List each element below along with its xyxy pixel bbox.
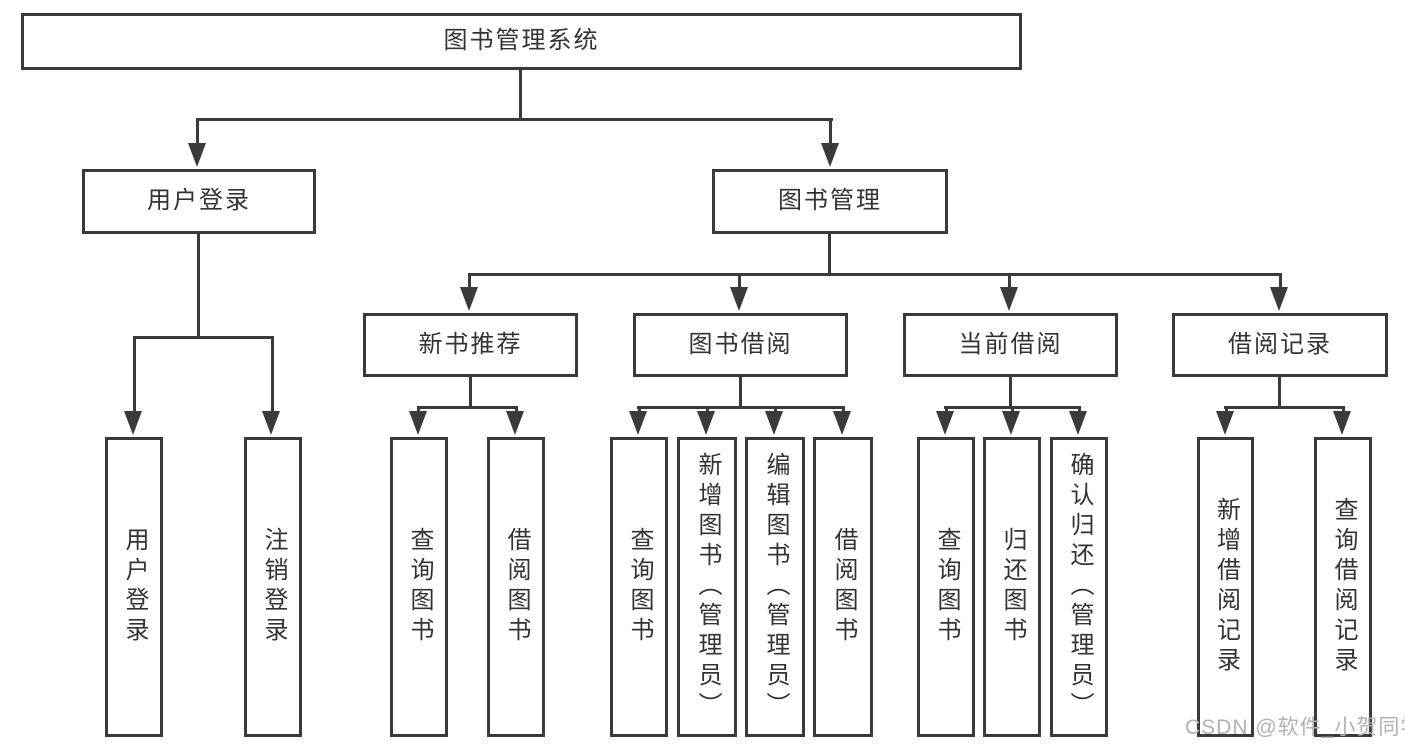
node-user-login-group: 用户登录 [82, 169, 316, 234]
connector-hline [468, 273, 1282, 276]
connector-vline [515, 406, 518, 414]
connector-vline [196, 118, 199, 146]
connector-vline [133, 336, 136, 413]
arrowhead-down-icon [936, 411, 954, 435]
connector-vline [1278, 377, 1281, 408]
node-label: 查询图书 [933, 527, 960, 647]
leaf-return-books: 归还图书 [983, 437, 1041, 737]
node-label: 确认归还（管理员） [1066, 452, 1093, 722]
arrowhead-down-icon [506, 411, 524, 435]
node-label: 借阅图书 [503, 527, 530, 647]
node-label: 归还图书 [999, 527, 1026, 647]
leaf-query-books-current: 查询图书 [917, 437, 975, 737]
connector-hline [637, 406, 845, 409]
node-label: 注销登录 [260, 527, 287, 647]
node-new-book-recommend: 新书推荐 [363, 313, 578, 377]
arrowhead-down-icon [1069, 411, 1087, 435]
connector-hline [133, 336, 274, 339]
node-book-borrow: 图书借阅 [633, 313, 848, 377]
connector-vline [1008, 273, 1011, 289]
arrowhead-down-icon [1002, 411, 1020, 435]
csdn-watermark: CSDN @软件_小贺同学 [1185, 716, 1405, 739]
node-label: 用户登录 [147, 187, 251, 215]
arrowhead-down-icon [1270, 287, 1288, 311]
leaf-logout: 注销登录 [244, 437, 302, 737]
connector-vline [945, 406, 948, 414]
node-borrow-record: 借阅记录 [1172, 313, 1388, 377]
arrowhead-down-icon [1216, 411, 1234, 435]
connector-vline [1009, 377, 1012, 408]
connector-vline [468, 273, 471, 289]
arrowhead-down-icon [409, 411, 427, 435]
leaf-user-login: 用户登录 [105, 437, 163, 737]
connector-vline [828, 234, 831, 275]
leaf-add-borrow-record: 新增借阅记录 [1197, 437, 1254, 737]
arrowhead-down-icon [262, 411, 280, 435]
leaf-query-books-borrow: 查询图书 [610, 437, 668, 737]
leaf-borrow-books-recommend: 借阅图书 [487, 437, 545, 737]
node-label: 查询图书 [626, 527, 653, 647]
connector-hline [1224, 406, 1345, 409]
arrowhead-down-icon [765, 411, 783, 435]
connector-vline [774, 406, 777, 414]
leaf-query-borrow-record: 查询借阅记录 [1314, 437, 1372, 737]
connector-vline [739, 377, 742, 408]
arrowhead-down-icon [833, 411, 851, 435]
leaf-add-books-admin: 新增图书（管理员） [677, 437, 737, 737]
connector-hline [196, 118, 833, 121]
connector-vline [271, 336, 274, 413]
connector-vline [417, 406, 420, 414]
connector-vline [1011, 406, 1014, 414]
connector-vline [1279, 273, 1282, 289]
connector-vline [1225, 406, 1228, 414]
node-label: 用户登录 [121, 527, 148, 647]
node-label: 新书推荐 [418, 330, 523, 358]
arrowhead-down-icon [188, 143, 206, 167]
leaf-edit-books-admin: 编辑图书（管理员） [745, 437, 805, 737]
node-book-management: 图书管理 [712, 169, 948, 234]
node-label: 新增借阅记录 [1212, 497, 1240, 677]
node-label: 当前借阅 [958, 330, 1063, 358]
arrowhead-down-icon [124, 411, 142, 435]
arrowhead-down-icon [460, 287, 478, 311]
node-label: 图书管理 [778, 187, 882, 215]
leaf-query-books-recommend: 查询图书 [390, 437, 448, 737]
node-current-borrow: 当前借阅 [903, 313, 1118, 377]
connector-vline [1342, 406, 1345, 414]
arrowhead-down-icon [697, 411, 715, 435]
leaf-borrow-books: 借阅图书 [813, 437, 873, 737]
connector-vline [638, 406, 641, 414]
node-label: 图书借阅 [688, 330, 793, 358]
connector-vline [469, 377, 472, 408]
arrowhead-down-icon [629, 411, 647, 435]
node-label: 新增图书（管理员） [694, 452, 721, 722]
connector-vline [829, 118, 832, 146]
arrowhead-down-icon [730, 287, 748, 311]
arrowhead-down-icon [821, 143, 839, 167]
node-library-system: 图书管理系统 [21, 13, 1022, 70]
node-label: 图书管理系统 [443, 27, 600, 55]
connector-vline [842, 406, 845, 414]
node-label: 查询借阅记录 [1330, 497, 1357, 677]
connector-vline [519, 68, 522, 120]
connector-vline [706, 406, 709, 414]
node-label: 借阅图书 [830, 527, 857, 647]
connector-vline [1078, 406, 1081, 414]
connector-vline [738, 273, 741, 289]
node-label: 编辑图书（管理员） [762, 452, 789, 722]
connector-hline [417, 406, 518, 409]
node-label: 查询图书 [406, 527, 433, 647]
node-label: 借阅记录 [1228, 330, 1332, 358]
leaf-confirm-return-admin: 确认归还（管理员） [1050, 437, 1108, 737]
arrowhead-down-icon [1000, 287, 1018, 311]
arrowhead-down-icon [1333, 411, 1351, 435]
connector-vline [197, 234, 200, 338]
